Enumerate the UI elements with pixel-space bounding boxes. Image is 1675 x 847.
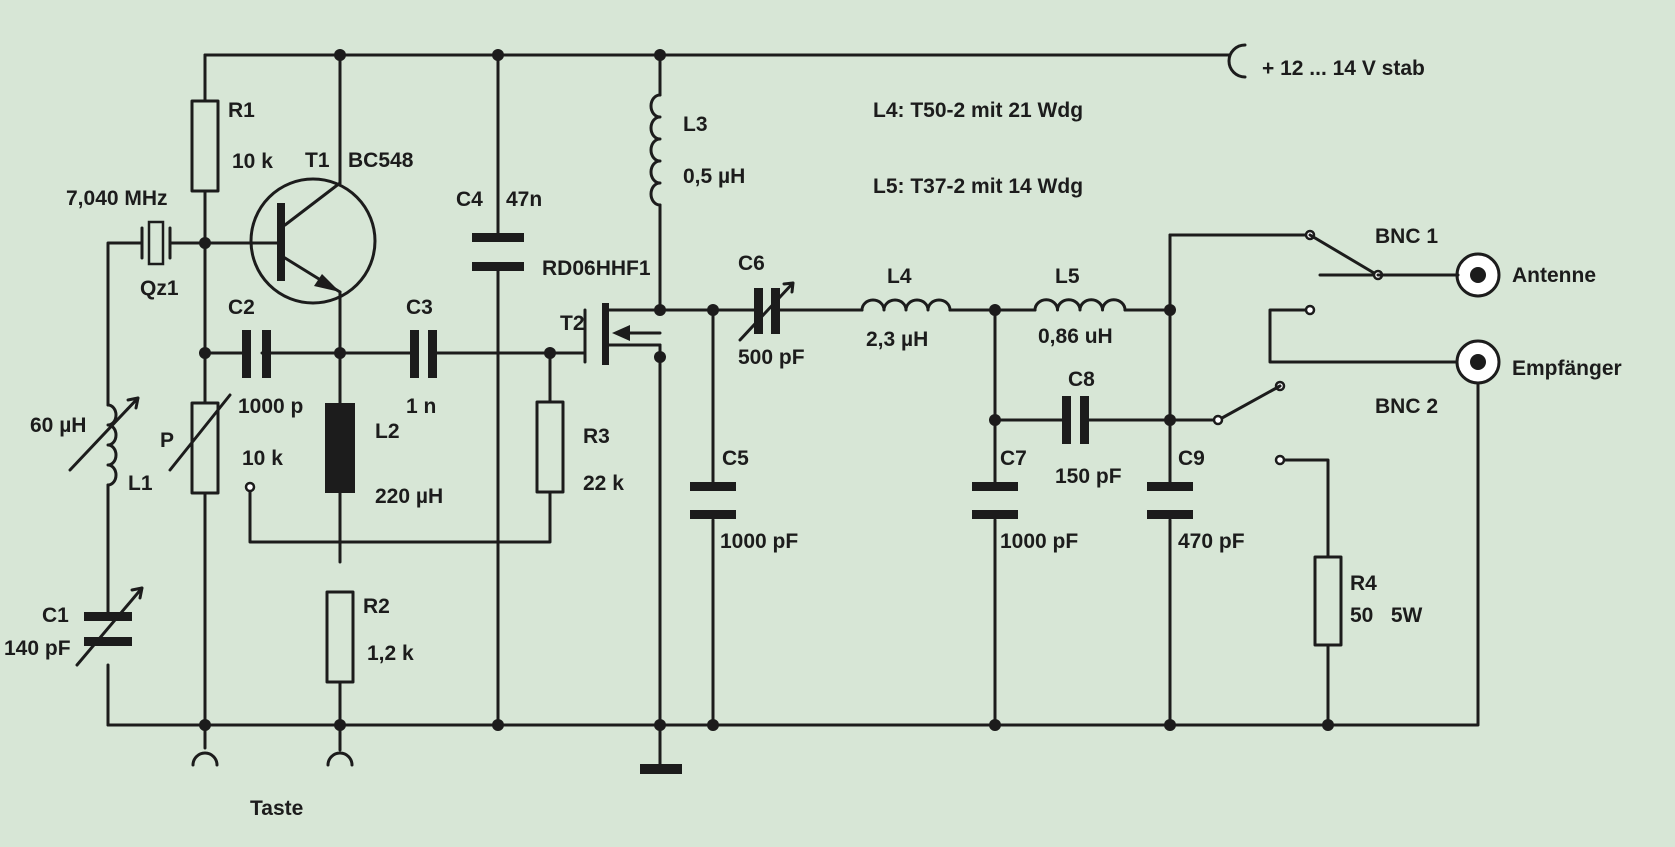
variable-inductor-l1: 60 µH L1 [30, 396, 153, 495]
l5-value: 0,86 uH [1038, 325, 1113, 348]
r1-name: R1 [228, 99, 255, 122]
bnc2-label: BNC 2 [1375, 395, 1438, 418]
l3-name: L3 [683, 113, 708, 136]
variable-capacitor-c1: C1 140 pF [4, 586, 144, 667]
supply-terminal: + 12 ... 14 V stab [1227, 43, 1425, 80]
taste-label: Taste [250, 797, 303, 820]
capacitor-c2: C2 1000 p [228, 296, 303, 418]
t2-name: T2 [560, 312, 585, 335]
inductor-l3: L3 0,5 µH [649, 93, 745, 207]
inductor-l4: L4 2,3 µH [860, 265, 952, 351]
c3-name: C3 [406, 296, 433, 319]
choke-l2: L2 220 µH [325, 403, 443, 508]
l4-value: 2,3 µH [866, 328, 928, 351]
r1-value: 10 k [232, 150, 273, 173]
p-name: P [160, 429, 174, 452]
c9-name: C9 [1178, 447, 1205, 470]
c4-name: C4 [456, 188, 483, 211]
c8-name: C8 [1068, 368, 1095, 391]
resistor-r4: R4 50 5W [1313, 555, 1423, 647]
t2-type: RD06HHF1 [542, 257, 651, 280]
r3-value: 22 k [583, 472, 624, 495]
key-jacks: Taste [191, 751, 354, 820]
potentiometer-p: P 10 k [160, 393, 283, 495]
l4-name: L4 [887, 265, 912, 288]
relay-contacts [1212, 229, 1384, 466]
l2-name: L2 [375, 420, 400, 443]
c1-value: 140 pF [4, 637, 71, 660]
trimmer-capacitor-c6: C6 500 pF [738, 252, 805, 369]
l5-name: L5 [1055, 265, 1080, 288]
l2-value: 220 µH [375, 485, 443, 508]
qz1-name: Qz1 [140, 277, 179, 300]
empfaenger-label: Empfänger [1512, 357, 1622, 380]
bnc1-connector: BNC 1 Antenne [1375, 225, 1596, 298]
capacitor-c5: C5 1000 pF [690, 447, 798, 553]
c2-name: C2 [228, 296, 255, 319]
c1-name: C1 [42, 604, 69, 627]
capacitor-c8: C8 150 pF [1055, 368, 1122, 488]
supply-label: + 12 ... 14 V stab [1262, 57, 1425, 80]
r2-value: 1,2 k [367, 642, 414, 665]
ground-symbol [640, 764, 682, 774]
coil-note-l5: L5: T37-2 mit 14 Wdg [873, 175, 1083, 198]
l3-value: 0,5 µH [683, 165, 745, 188]
l1-name: L1 [128, 472, 153, 495]
inductor-l5: L5 0,86 uH [1033, 265, 1127, 348]
r4-name: R4 [1350, 572, 1377, 595]
resistor-r3: R3 22 k [535, 400, 624, 495]
coil-note-l4: L4: T50-2 mit 21 Wdg [873, 99, 1083, 122]
c5-name: C5 [722, 447, 749, 470]
c4-value: 47n [506, 188, 542, 211]
c9-value: 470 pF [1178, 530, 1245, 553]
r2-name: R2 [363, 595, 390, 618]
c3-value: 1 n [406, 395, 436, 418]
antenne-label: Antenne [1512, 264, 1596, 287]
p-value: 10 k [242, 447, 283, 470]
crystal-qz1: 7,040 MHz Qz1 [66, 187, 179, 300]
r4-value: 50 5W [1350, 604, 1423, 627]
capacitor-c7: C7 1000 pF [972, 447, 1078, 553]
resistor-r2: R2 1,2 k [325, 590, 414, 684]
bnc2-connector: BNC 2 Empfänger [1375, 339, 1622, 418]
resistor-r1: R1 10 k [190, 99, 273, 193]
r3-name: R3 [583, 425, 610, 448]
c7-value: 1000 pF [1000, 530, 1078, 553]
c2-value: 1000 p [238, 395, 303, 418]
c5-value: 1000 pF [720, 530, 798, 553]
c6-name: C6 [738, 252, 765, 275]
c8-value: 150 pF [1055, 465, 1122, 488]
bnc1-label: BNC 1 [1375, 225, 1438, 248]
l1-value: 60 µH [30, 414, 86, 437]
wiring [106, 53, 1480, 770]
qz1-freq: 7,040 MHz [66, 187, 168, 210]
capacitor-c4: C4 47n [456, 188, 542, 271]
c7-name: C7 [1000, 447, 1027, 470]
transistor-t1: T1 BC548 [203, 149, 414, 305]
mosfet-t2: RD06HHF1 T2 [542, 257, 662, 365]
t1-name: T1 [305, 149, 330, 172]
c6-value: 500 pF [738, 346, 805, 369]
capacitor-c9: C9 470 pF [1147, 447, 1245, 553]
capacitor-c3: C3 1 n [406, 296, 437, 418]
t1-type: BC548 [348, 149, 414, 172]
